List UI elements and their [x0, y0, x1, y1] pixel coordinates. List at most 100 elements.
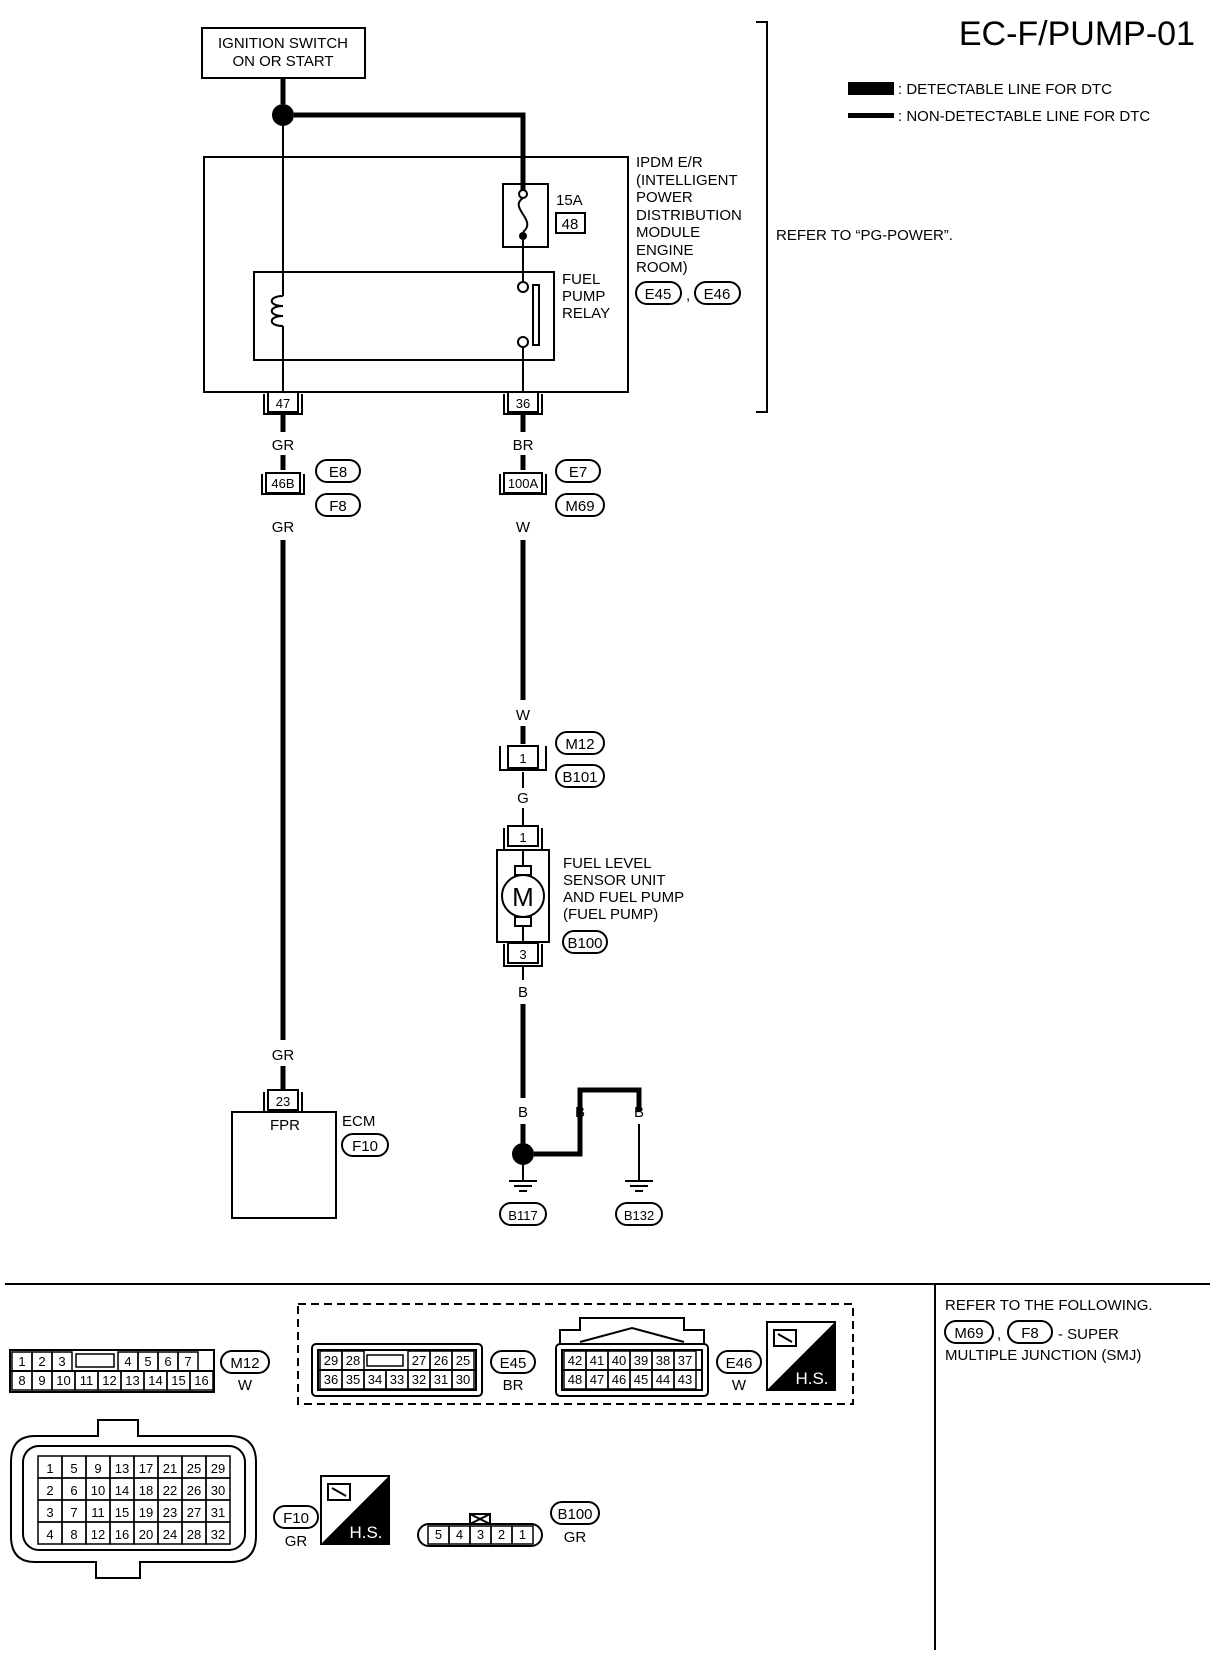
b100-pin-cell: 2 [498, 1527, 505, 1542]
svg-text:23: 23 [276, 1094, 290, 1109]
f10-pin-cell: 15 [115, 1505, 129, 1520]
ignition-label-2: ON OR START [232, 53, 333, 70]
svg-text:POWER: POWER [636, 189, 693, 206]
svg-text:B100: B100 [567, 935, 602, 952]
e46-pin-cell: 41 [590, 1353, 604, 1368]
f10-pin-cell: 1 [46, 1461, 53, 1476]
svg-text:F10: F10 [352, 1138, 378, 1155]
svg-text:- SUPER: - SUPER [1058, 1326, 1119, 1343]
wire-color-w-2: W [516, 707, 531, 724]
b100-pin-cell: 4 [456, 1527, 463, 1542]
ipdm-bracket [756, 21, 768, 413]
svg-text:(FUEL PUMP): (FUEL PUMP) [563, 906, 658, 923]
e45-pin-cell: 32 [412, 1372, 426, 1387]
svg-text:1: 1 [519, 751, 526, 766]
b100-id [550, 1501, 600, 1525]
svg-text:IPDM E/R: IPDM E/R [636, 154, 703, 171]
conn-b101 [555, 764, 605, 788]
ipdm-label: IPDM E/R (INTELLIGENT POWER DISTRIBUTION… [636, 154, 742, 276]
splice-ground [512, 1143, 534, 1165]
junction-m12-pin-1 [507, 745, 539, 769]
wire-color-g: G [517, 790, 529, 807]
svg-text:E7: E7 [569, 464, 587, 481]
e45-pin-cell: 25 [456, 1353, 470, 1368]
wire-color-gr-1: GR [272, 437, 295, 454]
svg-text:46B: 46B [271, 476, 294, 491]
refer-conn-m69 [944, 1320, 994, 1344]
legend-detectable-swatch [848, 82, 894, 95]
m12-pin-cell: 16 [194, 1373, 208, 1388]
e45-pin-cell: 29 [324, 1353, 338, 1368]
refer-conn-f8 [1007, 1320, 1053, 1344]
m12-pin-cell: 12 [102, 1373, 116, 1388]
svg-text:AND FUEL PUMP: AND FUEL PUMP [563, 889, 684, 906]
svg-text:E46: E46 [704, 286, 731, 303]
f10-color: GR [285, 1533, 308, 1550]
f10-pin-cell: 3 [46, 1505, 53, 1520]
f10-pin-cell: 9 [94, 1461, 101, 1476]
f10-pin-cell: 8 [70, 1527, 77, 1542]
pump-pin-3 [507, 942, 539, 964]
f10-pin-cell: 29 [211, 1461, 225, 1476]
e46-pin-cell: 47 [590, 1372, 604, 1387]
fuse-rating: 15A [556, 192, 583, 209]
m12-pin-cell: 2 [38, 1354, 45, 1369]
f10-pin-cell: 21 [163, 1461, 177, 1476]
ground-b132 [615, 1202, 663, 1226]
f10-pin-cell: 20 [139, 1527, 153, 1542]
relay-contact-bottom-icon [517, 336, 529, 348]
svg-text:E45: E45 [500, 1355, 527, 1372]
svg-text:F10: F10 [283, 1510, 309, 1527]
e46-pin-cell: 48 [568, 1372, 582, 1387]
f10-pin-cell: 14 [115, 1483, 129, 1498]
wire-color-b-4: B [634, 1104, 644, 1121]
e46-pin-cell: 40 [612, 1353, 626, 1368]
e45-pin-cell: 30 [456, 1372, 470, 1387]
svg-text:F8: F8 [1021, 1325, 1039, 1342]
junction-100a [503, 472, 543, 494]
e46-id [716, 1350, 762, 1374]
svg-text:FUEL LEVEL: FUEL LEVEL [563, 855, 652, 872]
f10-pin-cell: 17 [139, 1461, 153, 1476]
ecm-signal-fpr: FPR [270, 1117, 300, 1134]
b100-pin-cell: 1 [519, 1527, 526, 1542]
m12-pin-cell: 4 [124, 1354, 131, 1369]
svg-text:M12: M12 [565, 736, 594, 753]
ground-b117 [499, 1202, 547, 1226]
fuse-icon-top [518, 189, 528, 199]
e46-pin-cell: 44 [656, 1372, 670, 1387]
wire-color-w-1: W [516, 519, 531, 536]
f10-pin-cell: 4 [46, 1527, 53, 1542]
e45-pin-cell: 28 [346, 1353, 360, 1368]
m12-pin-cell: 1 [18, 1354, 25, 1369]
ipdm-connectors-group [297, 1303, 854, 1405]
m12-pin-cell: 13 [125, 1373, 139, 1388]
refer-note-line3: MULTIPLE JUNCTION (SMJ) [945, 1347, 1141, 1364]
svg-text:FUEL: FUEL [562, 271, 600, 288]
e46-pin-cell: 46 [612, 1372, 626, 1387]
svg-text:(INTELLIGENT: (INTELLIGENT [636, 172, 738, 189]
wire-ign-to-fuse [294, 112, 526, 190]
relay-switch-arm-icon [532, 284, 540, 346]
m12-pin-cell: 6 [164, 1354, 171, 1369]
f10-pin-cell: 27 [187, 1505, 201, 1520]
svg-text:M69: M69 [954, 1325, 983, 1342]
m12-id [220, 1350, 270, 1374]
e46-pin-cell: 39 [634, 1353, 648, 1368]
fuel-pump-relay-box [253, 271, 555, 361]
f10-pin-cell: 13 [115, 1461, 129, 1476]
ground-icon-b132 [625, 1180, 653, 1192]
ipdm-box [203, 156, 629, 393]
b100-pin-cell: 5 [435, 1527, 442, 1542]
conn-m12 [555, 731, 605, 755]
f10-pin-cell: 24 [163, 1527, 177, 1542]
e46-pin-cell: 37 [678, 1353, 692, 1368]
svg-text:,: , [997, 1326, 1001, 1343]
f10-pin-cell: 10 [91, 1483, 105, 1498]
svg-text:M12: M12 [230, 1355, 259, 1372]
harness-side-icon: H.S. [766, 1321, 836, 1391]
e45-pin-cell: 26 [434, 1353, 448, 1368]
m12-pin-cell: 8 [18, 1373, 25, 1388]
